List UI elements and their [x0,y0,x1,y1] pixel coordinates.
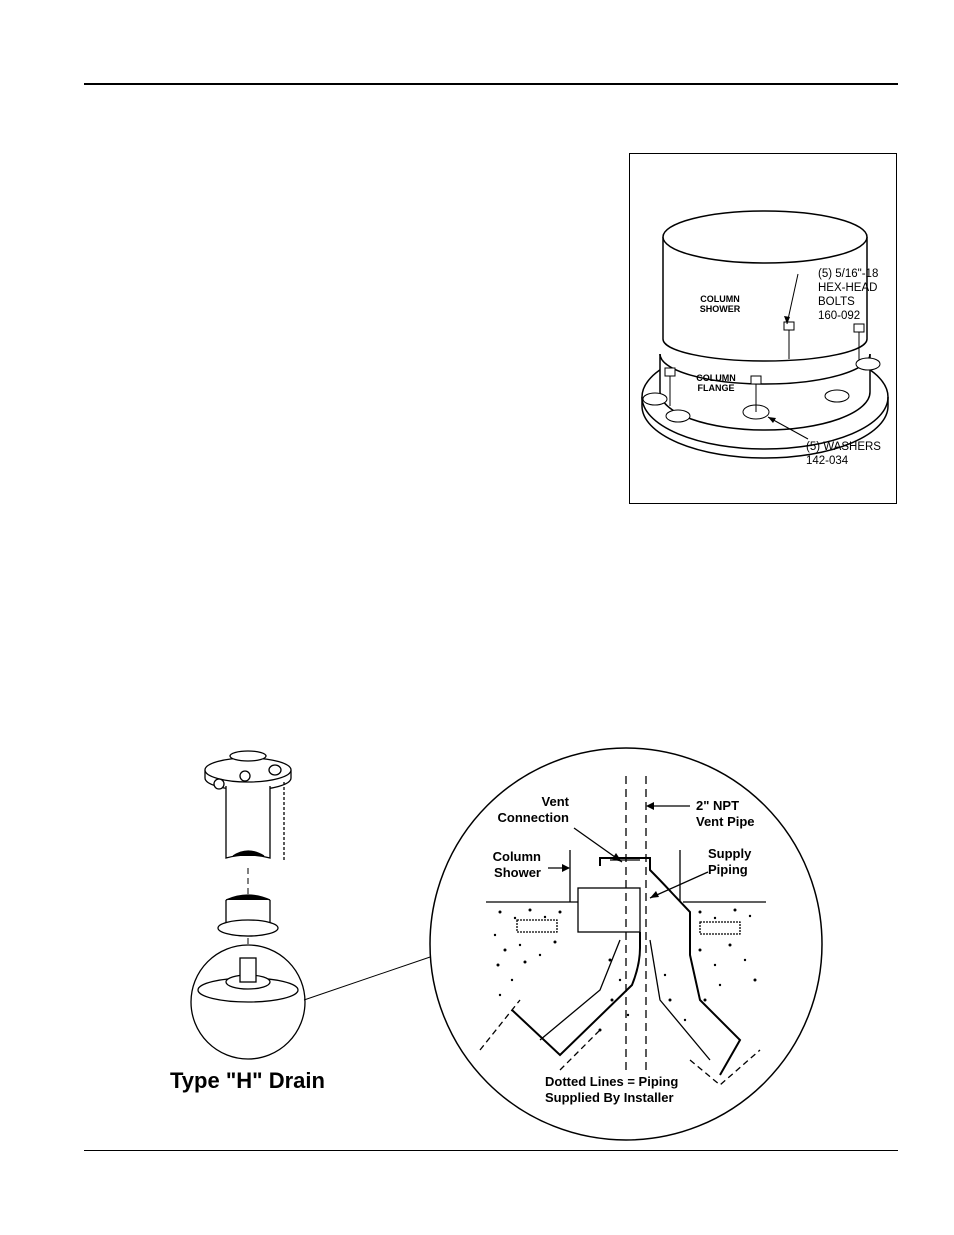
label-vent-connection-1: Vent [542,794,570,809]
label-column-shower-2: SHOWER [700,304,741,314]
column-flange-figure: COLUMN SHOWER COLUMN FLANGE (5) 5/16"-18… [629,153,897,504]
label-bolts-2: HEX-HEAD [818,282,877,294]
drain-exploded-view [190,750,306,1060]
label-bolts-1: (5) 5/16"-18 [818,268,878,280]
label-bolts-4: 160-092 [818,310,860,322]
label-dotted-lines-1: Dotted Lines = Piping [545,1074,678,1089]
label-vent-pipe-2: Vent Pipe [696,814,755,829]
label-washers-1: (5) WASHERS [806,441,881,453]
drain-section [479,776,766,1086]
column-flange-illustration: COLUMN SHOWER COLUMN FLANGE (5) 5/16"-18… [641,210,889,467]
label-column-flange-2: FLANGE [698,383,735,393]
label-vent-pipe-1: 2" NPT [696,798,739,813]
header-rule [84,83,898,85]
label-vent-connection-2: Connection [498,810,570,825]
label-supply-piping-2: Piping [708,862,748,877]
label-column-shower-1: COLUMN [700,294,740,304]
label-washers-2: 142-034 [806,455,849,467]
label-dotted-lines-2: Supplied By Installer [545,1090,674,1105]
label-column-shower-2: Shower [494,865,541,880]
label-column-flange-1: COLUMN [696,373,736,383]
footer-rule [84,1150,898,1151]
label-supply-piping-1: Supply [708,846,752,861]
label-column-shower-1: Column [493,849,541,864]
figure-caption: Type "H" Drain [170,1068,325,1093]
magnified-detail-circle [429,747,823,1141]
label-bolts-3: BOLTS [818,296,855,308]
